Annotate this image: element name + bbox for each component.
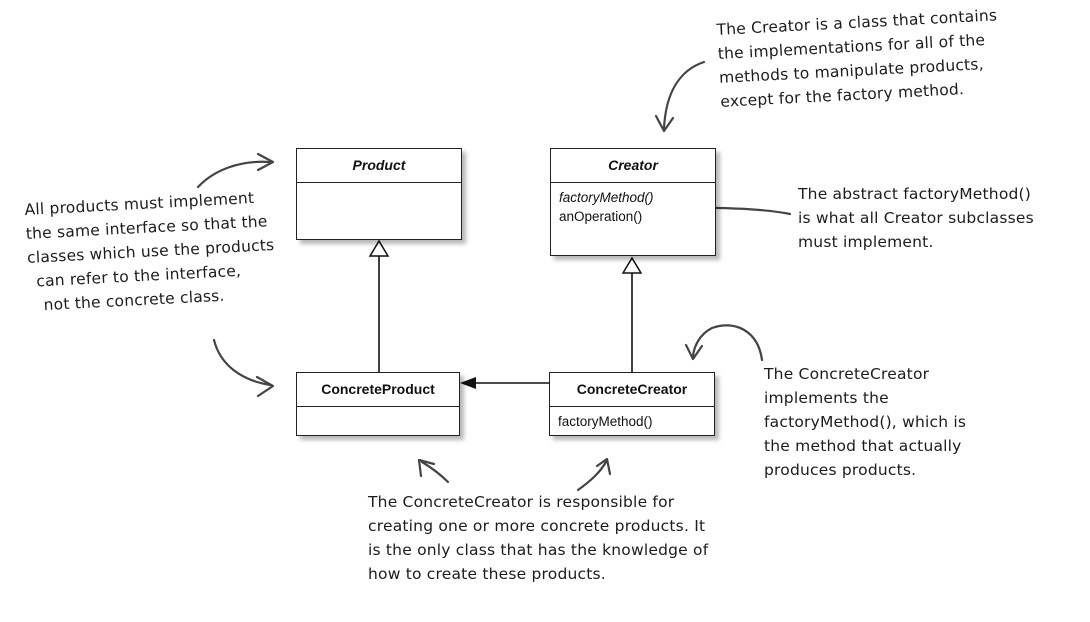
note-concrete-creator-line: factoryMethod(), which is <box>764 413 967 431</box>
note-responsibility-line: creating one or more concrete products. … <box>368 517 706 535</box>
arrow-creator-note <box>662 60 706 130</box>
note-product: All products must implement the same int… <box>24 185 277 318</box>
class-product: Product <box>296 148 462 240</box>
note-concrete-creator-line: produces products. <box>764 461 917 479</box>
class-concretecreator-methods: factoryMethod() <box>550 407 714 436</box>
generalization-arrowhead-creator <box>621 256 643 274</box>
arrow-concrete-creator-note <box>691 324 764 362</box>
arrow-product-note-bottom-head <box>255 375 275 398</box>
method-anoperation: anOperation() <box>559 209 643 224</box>
arrow-concrete-creator-note-head <box>684 343 704 361</box>
note-factory-method-line: is what all Creator subclasses <box>798 209 1034 227</box>
arrow-product-note-bottom <box>212 338 272 387</box>
note-concrete-creator-line: The ConcreteCreator <box>764 365 930 383</box>
note-responsibility-line: how to create these products. <box>368 565 606 583</box>
note-concrete-creator-line: implements the <box>764 389 889 407</box>
method-factorymethod: factoryMethod() <box>559 190 654 205</box>
note-creator: The Creator is a class that contains the… <box>716 3 1001 114</box>
class-creator: Creator factoryMethod() anOperation() <box>550 148 716 256</box>
class-product-methods <box>297 183 461 193</box>
class-concreteproduct: ConcreteProduct <box>296 372 460 436</box>
class-concreteproduct-name: ConcreteProduct <box>297 373 459 407</box>
arrow-responsibility-right-head <box>595 457 612 476</box>
arrow-creator-note-head <box>654 114 675 133</box>
note-responsibility-line: The ConcreteCreator is responsible for <box>368 493 675 511</box>
class-product-name: Product <box>297 149 461 183</box>
class-creator-name: Creator <box>551 149 715 183</box>
class-concretecreator: ConcreteCreator factoryMethod() <box>549 372 715 436</box>
class-creator-methods: factoryMethod() anOperation() <box>551 183 715 231</box>
note-concrete-creator-line: the method that actually <box>764 437 962 455</box>
arrow-product-note-top <box>196 160 272 189</box>
arrow-product-note-top-head <box>256 152 275 172</box>
note-factory-method-line: must implement. <box>798 233 934 251</box>
association-arrowhead <box>460 377 476 389</box>
arrow-responsibility-right <box>576 460 608 492</box>
class-concretecreator-name: ConcreteCreator <box>550 373 714 407</box>
arrow-responsibility-left <box>420 460 450 484</box>
note-factory-method: The abstract factoryMethod() is what all… <box>798 182 1034 254</box>
method-concrete-factorymethod: factoryMethod() <box>558 414 653 429</box>
note-concrete-creator: The ConcreteCreator implements the facto… <box>764 362 966 482</box>
class-concreteproduct-methods <box>297 407 459 417</box>
note-factory-method-line: The abstract factoryMethod() <box>798 185 1032 203</box>
note-responsibility-line: is the only class that has the knowledge… <box>368 541 709 559</box>
note-responsibility: The ConcreteCreator is responsible for c… <box>368 490 708 586</box>
generalization-arrowhead-product <box>368 239 390 257</box>
arrow-responsibility-left-head <box>417 458 436 478</box>
